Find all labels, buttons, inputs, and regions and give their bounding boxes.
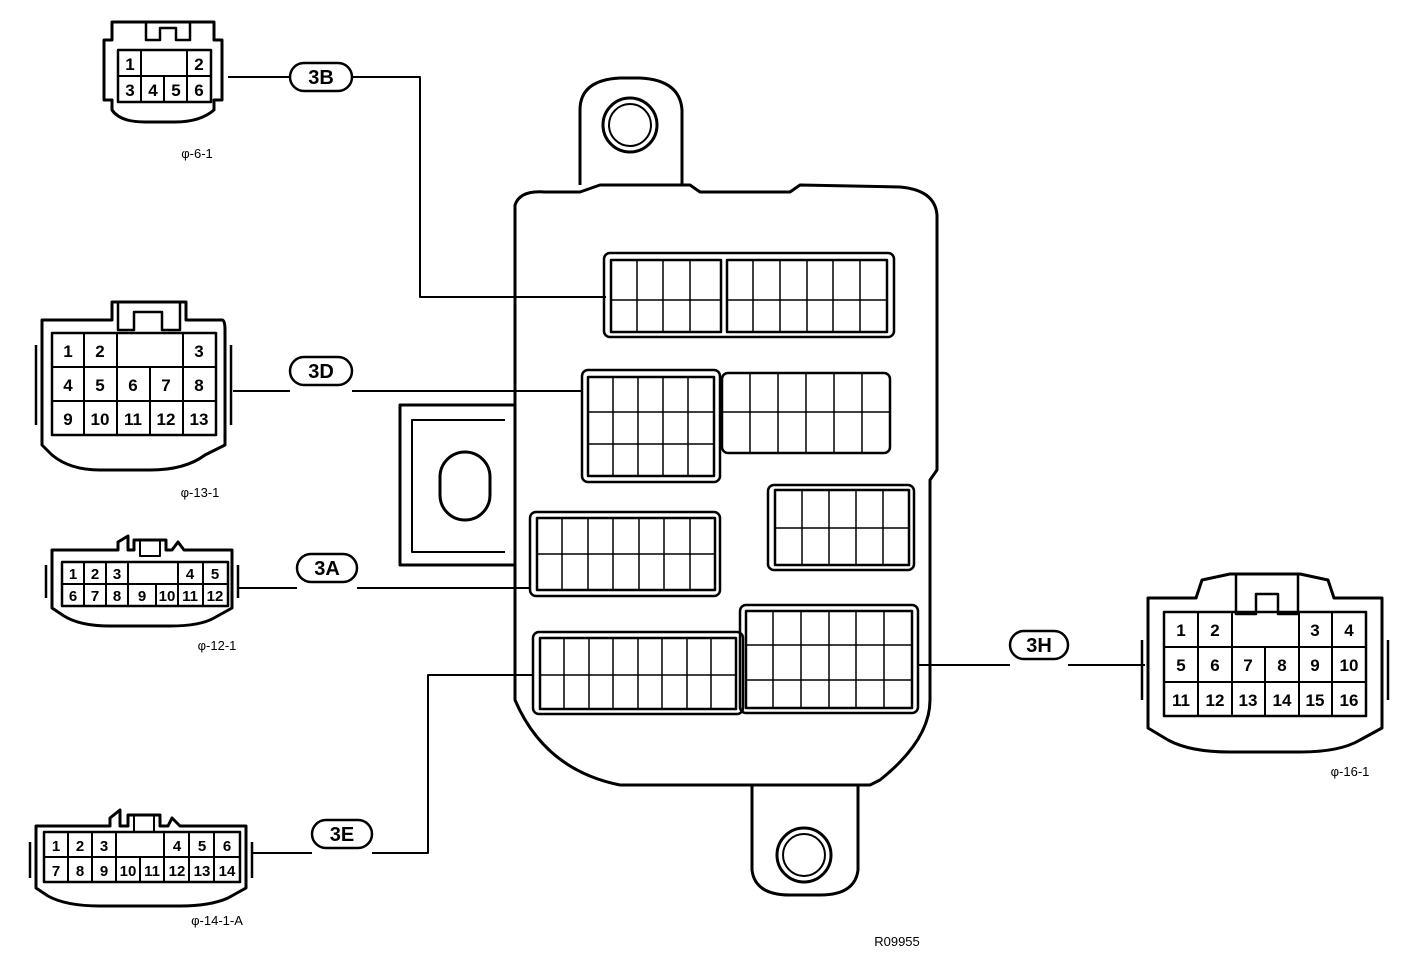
pin-3H-1: 1: [1176, 621, 1185, 640]
pin-3E-3: 3: [100, 838, 108, 855]
pin-3D-5: 5: [95, 376, 104, 395]
tag-3D: 3D: [288, 355, 354, 387]
pin-3A-9: 9: [138, 588, 146, 605]
connector-code-3E: φ-14-1-A: [191, 913, 243, 928]
tag-3E: 3E: [310, 818, 374, 850]
pin-3E-6: 6: [223, 838, 231, 855]
pin-3D-10: 10: [91, 410, 110, 429]
pin-3H-10: 10: [1340, 656, 1359, 675]
pin-3H-2: 2: [1210, 621, 1219, 640]
pin-3E-13: 13: [194, 863, 211, 880]
pin-3B-2: 2: [194, 55, 203, 74]
pin-3H-8: 8: [1277, 656, 1286, 675]
connector-3B: 1 2 3 4 5 6 φ-6-1: [102, 20, 224, 161]
pin-3D-3: 3: [194, 342, 203, 361]
pin-3D-7: 7: [161, 376, 170, 395]
pin-3A-2: 2: [91, 566, 99, 583]
pin-3E-7: 7: [52, 863, 60, 880]
pin-3H-5: 5: [1176, 656, 1185, 675]
pin-3H-6: 6: [1210, 656, 1219, 675]
connector-code-3B: φ-6-1: [181, 146, 213, 161]
pin-3H-4: 4: [1344, 621, 1354, 640]
pin-3E-5: 5: [198, 838, 206, 855]
pin-3E-10: 10: [120, 863, 137, 880]
pin-3D-11: 11: [124, 410, 142, 429]
pin-3A-8: 8: [113, 588, 121, 605]
pin-3D-4: 4: [63, 376, 73, 395]
tag-3A-label: 3A: [314, 558, 340, 580]
connector-3A: 1 2 3 4 5 6 7 8 9 10 11 12 φ-12-1: [44, 534, 240, 653]
pin-3E-4: 4: [173, 838, 182, 855]
pin-3D-6: 6: [128, 376, 137, 395]
pin-3D-8: 8: [194, 376, 203, 395]
pin-3A-1: 1: [69, 566, 77, 583]
pin-3B-6: 6: [194, 81, 203, 100]
pin-3D-1: 1: [63, 342, 72, 361]
tag-3B: 3B: [288, 61, 354, 93]
tag-3A: 3A: [295, 552, 359, 584]
pin-3E-8: 8: [76, 863, 84, 880]
pin-3H-11: 11: [1172, 691, 1190, 710]
pin-3D-9: 9: [63, 410, 72, 429]
pin-3A-4: 4: [186, 566, 195, 583]
pin-3D-13: 13: [190, 410, 209, 429]
pin-3A-11: 11: [182, 588, 198, 605]
pin-3E-11: 11: [144, 863, 160, 880]
pin-3H-15: 15: [1306, 691, 1325, 710]
pin-3A-3: 3: [113, 566, 121, 583]
pin-3E-14: 14: [219, 863, 236, 880]
pin-3B-5: 5: [171, 81, 180, 100]
pin-3E-12: 12: [169, 863, 186, 880]
tag-3E-label: 3E: [330, 824, 354, 846]
junction-block: [398, 76, 939, 897]
pin-3E-2: 2: [76, 838, 84, 855]
connector-3E: 1 2 3 4 5 6 7 8 9 10 11 12 13 14 φ-14-1-…: [28, 808, 254, 928]
pin-3H-7: 7: [1243, 656, 1252, 675]
pin-3E-1: 1: [52, 838, 60, 855]
pin-3A-12: 12: [207, 588, 224, 605]
tag-3D-label: 3D: [308, 361, 334, 383]
tag-3H: 3H: [1008, 629, 1070, 661]
connector-3D: 1 2 3 4 5 6 7 8 9 10 11 12 13 φ-13-1: [34, 300, 233, 500]
connector-code-3D: φ-13-1: [181, 485, 220, 500]
pin-3B-4: 4: [148, 81, 158, 100]
pin-3E-9: 9: [100, 863, 108, 880]
pin-3B-1: 1: [125, 55, 134, 74]
pin-3H-16: 16: [1340, 691, 1359, 710]
connector-code-3H: φ-16-1: [1331, 764, 1370, 779]
pin-3B-3: 3: [125, 81, 134, 100]
connector-3H: 1 2 3 4 5 6 7 8 9 10 11 12 13 14 15 16 φ…: [1140, 572, 1390, 779]
pin-3A-6: 6: [69, 588, 77, 605]
connector-code-3A: φ-12-1: [198, 638, 237, 653]
tag-3B-label: 3B: [308, 67, 334, 89]
pin-3H-12: 12: [1206, 691, 1225, 710]
pin-3A-7: 7: [91, 588, 99, 605]
tag-3H-label: 3H: [1026, 635, 1052, 657]
figure-code: R09955: [874, 934, 920, 949]
pin-3D-12: 12: [157, 410, 176, 429]
pin-3H-13: 13: [1239, 691, 1258, 710]
pin-3A-10: 10: [159, 588, 176, 605]
pin-3H-3: 3: [1310, 621, 1319, 640]
pin-3A-5: 5: [211, 566, 219, 583]
leader-lines: [228, 76, 1145, 854]
pin-3D-2: 2: [95, 342, 104, 361]
pin-3H-9: 9: [1310, 656, 1319, 675]
pin-3H-14: 14: [1273, 691, 1292, 710]
